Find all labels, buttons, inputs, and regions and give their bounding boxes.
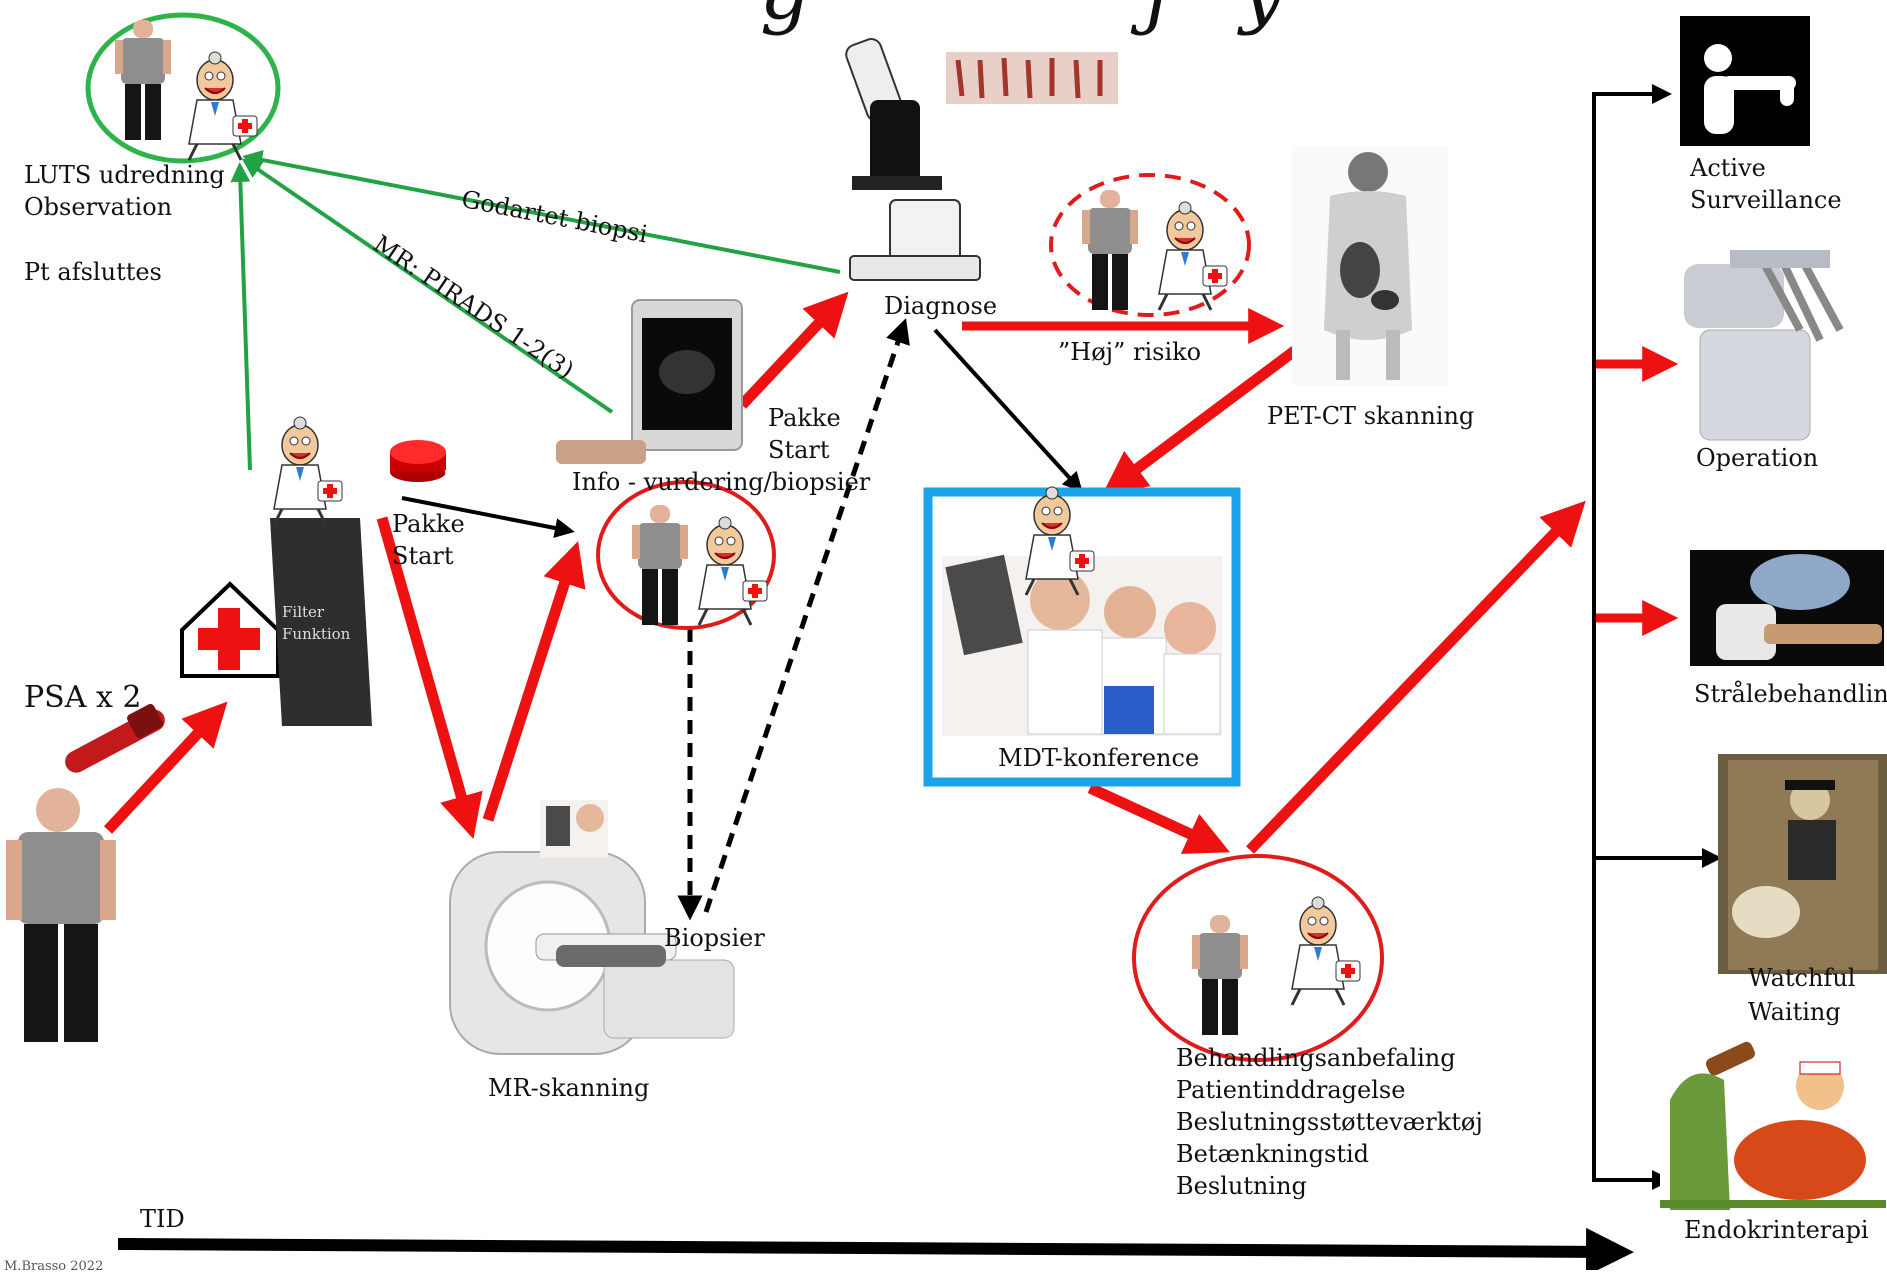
info-circle-group xyxy=(596,480,776,630)
pakke-label-top: Pakke xyxy=(768,404,841,432)
radiation-machine-icon xyxy=(1690,550,1884,666)
pet-ct-label: PET-CT skanning xyxy=(1267,402,1475,430)
pt-afsluttes-label: Pt afsluttes xyxy=(24,258,162,286)
time-axis xyxy=(117,1227,1634,1270)
decision-circle-group xyxy=(1132,854,1384,1062)
black-arrows xyxy=(401,318,1083,921)
push-button-icon xyxy=(390,440,446,482)
mdt-conference-panel xyxy=(923,487,1241,787)
title-fragment-y: y xyxy=(1237,0,1285,37)
waiting-label: Waiting xyxy=(1748,998,1841,1026)
footer-credit: M.Brasso 2022 xyxy=(4,1259,104,1274)
pet-scan-icon xyxy=(1292,146,1448,386)
title-fragment-g: g xyxy=(760,0,810,37)
operation-label: Operation xyxy=(1696,444,1819,472)
endokrin-cartoon-icon xyxy=(1660,1041,1886,1210)
patient-figure-icon xyxy=(6,788,116,1042)
high-risk-circle-group xyxy=(1049,173,1251,317)
mdt-label: MDT-konference xyxy=(998,744,1200,772)
mr-scanner-icon xyxy=(449,800,735,1055)
biopsier-label: Biopsier xyxy=(664,924,765,952)
active-surveillance-sign-icon xyxy=(1680,16,1810,146)
watchful-label: Watchful xyxy=(1748,964,1856,992)
biopsy-sample-image xyxy=(946,52,1118,104)
title-fragment-j: j xyxy=(1130,0,1169,37)
start-label-left: Start xyxy=(392,542,454,570)
hospital-cross-icon xyxy=(180,581,280,678)
beslutning-label: Beslutning xyxy=(1176,1172,1307,1200)
green-arrows xyxy=(230,150,841,471)
doctor-cartoon-icon xyxy=(272,415,344,527)
blood-tube-icon xyxy=(65,703,165,773)
behandlingsanbefaling-label: Behandlingsanbefaling xyxy=(1176,1044,1456,1072)
luts-circle-group xyxy=(85,12,281,164)
hoj-risiko-label: ”Høj” risiko xyxy=(1058,338,1202,366)
filter-funnel-icon xyxy=(270,518,372,726)
beslutningsstoette-label: Beslutningsstøtteværktøj xyxy=(1176,1108,1483,1136)
red-arrows xyxy=(103,291,1679,854)
surveillance-label: Surveillance xyxy=(1690,186,1842,214)
betaenkningstid-label: Betænkningstid xyxy=(1176,1140,1369,1168)
diagnose-label: Diagnose xyxy=(884,292,998,320)
title-fragment: g j y xyxy=(760,0,1285,37)
ultrasound-scanner-icon xyxy=(556,299,743,464)
patientinddragelse-label: Patientinddragelse xyxy=(1176,1076,1406,1104)
tid-label: TID xyxy=(140,1205,185,1233)
observation-label: Observation xyxy=(24,193,173,221)
endokrinterapi-label: Endokrinterapi xyxy=(1684,1216,1869,1244)
push-label: PUSH xyxy=(444,470,474,480)
psa-label: PSA x 2 xyxy=(24,680,142,715)
luts-label: LUTS udredning xyxy=(24,161,225,189)
mr-skanning-label: MR-skanning xyxy=(488,1074,650,1102)
microscope-icon xyxy=(845,38,981,281)
straalebehandling-label: Strålebehandling xyxy=(1694,680,1887,708)
active-label: Active xyxy=(1690,154,1766,182)
pakke-label-left: Pakke xyxy=(392,510,465,538)
filter-label: Filter xyxy=(282,603,325,621)
funktion-label: Funktion xyxy=(282,625,351,643)
start-label-top: Start xyxy=(768,436,830,464)
watchful-waiting-photo xyxy=(1718,754,1887,974)
info-label: Info - vurdering/biopsier xyxy=(572,468,871,496)
treatment-bracket xyxy=(1592,84,1722,1190)
robot-surgery-icon xyxy=(1684,250,1844,441)
